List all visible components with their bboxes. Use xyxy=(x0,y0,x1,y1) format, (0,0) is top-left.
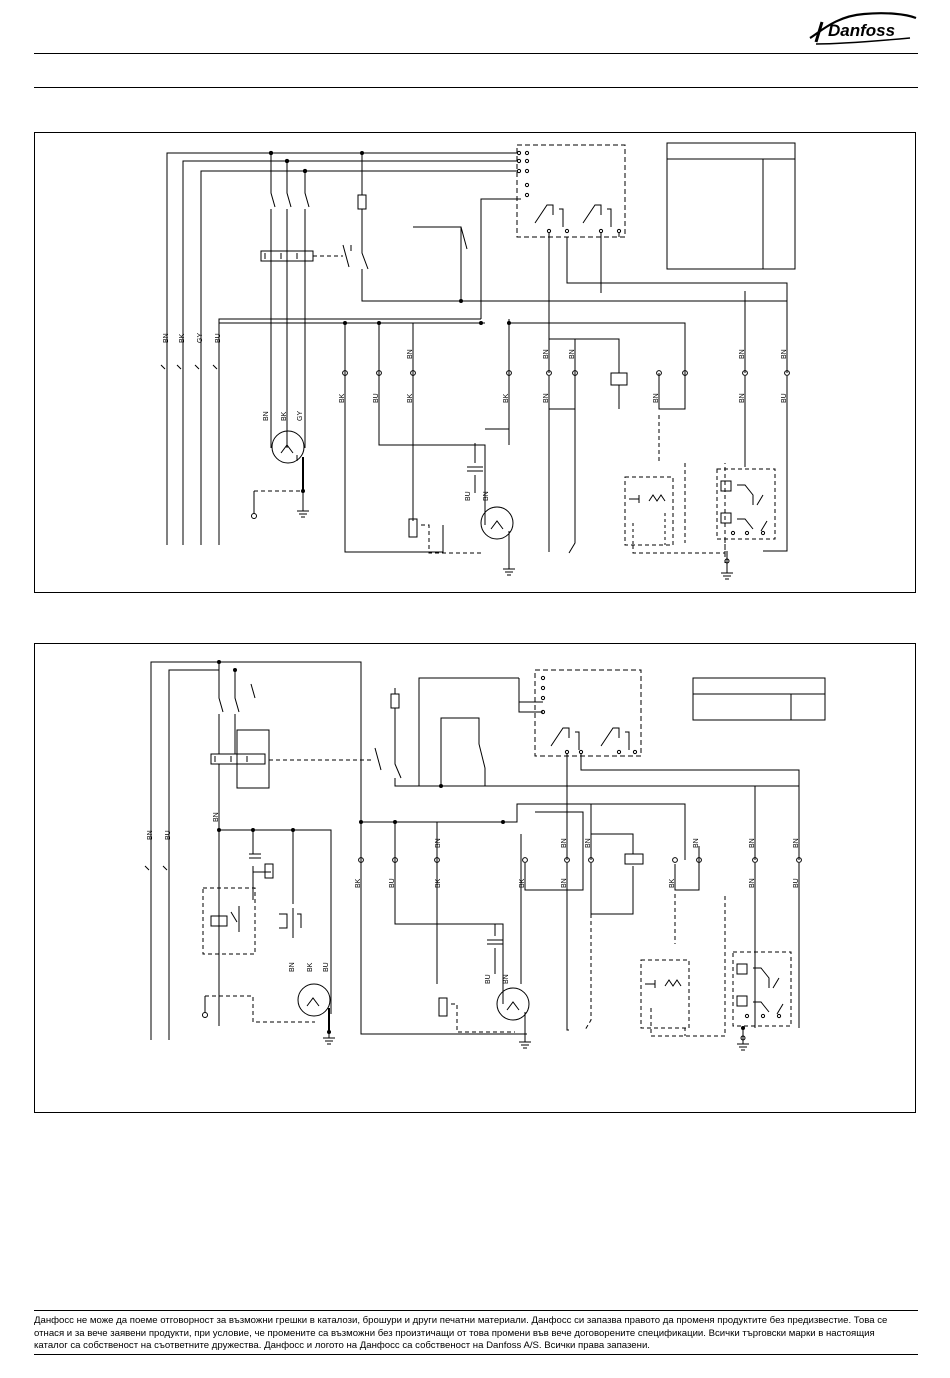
d2-terminal-bottom-5: BN xyxy=(561,878,568,888)
fan-motor xyxy=(438,924,531,1049)
disclaimer-line-2: отнася и за вече заявени продукти, при у… xyxy=(34,1327,875,1339)
d1-terminal-bottom-7: BN xyxy=(739,393,746,403)
d2-terminal-top-3: BN xyxy=(585,838,592,848)
protection-relay-block xyxy=(732,951,792,1051)
wiring-diagram-1: BN BK GY BU BN BK GY BN BN BN BN BN BK B… xyxy=(34,132,916,593)
fan-motor xyxy=(408,443,515,576)
supply-conductors xyxy=(144,661,527,1040)
d1-terminal-bottom-3: BK xyxy=(407,393,414,403)
d1-terminal-top-2: BN xyxy=(543,349,550,359)
pressure-switch-block xyxy=(624,463,726,554)
d2-supply-label-2: BU xyxy=(165,830,172,840)
d1-supply-label-2: BK xyxy=(179,333,186,343)
d1-terminal-bottom-5: BN xyxy=(543,393,550,403)
main-contactor xyxy=(260,150,352,448)
d1-fan-label-1: BU xyxy=(465,491,472,501)
d2-motor-label-1: BN xyxy=(289,962,296,972)
start-relay-block xyxy=(202,829,332,1014)
d2-terminal-top-4: BN xyxy=(693,838,700,848)
d1-motor-label-2: BK xyxy=(281,411,288,421)
d2-fan-label-1: BU xyxy=(485,974,492,984)
danfoss-logo: Danfoss xyxy=(809,12,917,45)
compressor-motor xyxy=(202,983,335,1045)
footer-rule-top xyxy=(34,1310,918,1311)
logo-wordmark: Danfoss xyxy=(828,21,895,40)
d2-terminal-top-1: BN xyxy=(435,838,442,848)
d2-fan-label-2: BN xyxy=(503,974,510,984)
disclaimer-line-1: Данфосс не може да поеме отговорност за … xyxy=(34,1315,888,1326)
d2-motor-label-2: BK xyxy=(307,962,314,972)
protection-relay-block xyxy=(716,468,776,580)
d2-terminal-bottom-2: BU xyxy=(389,878,396,888)
d2-terminal-top-6: BN xyxy=(793,838,800,848)
d2-motor-top-label: BN xyxy=(213,812,220,822)
d1-terminal-top-5: BN xyxy=(781,349,788,359)
terminal-row xyxy=(358,770,802,1031)
controller-relay-box xyxy=(518,669,642,860)
d1-terminal-top-4: BN xyxy=(739,349,746,359)
compressor-motor xyxy=(251,430,309,519)
terminal-row xyxy=(219,283,790,554)
d2-terminal-top-5: BN xyxy=(749,838,756,848)
junction-dots xyxy=(269,151,511,493)
main-contactor xyxy=(210,662,382,1026)
d2-terminal-bottom-1: BK xyxy=(355,878,362,888)
d1-motor-label-1: BN xyxy=(263,411,270,421)
d1-supply-label-4: BU xyxy=(215,333,222,343)
d1-terminal-top-1: BN xyxy=(407,349,414,359)
d1-terminal-bottom-1: BK xyxy=(339,393,346,403)
header-rule-top xyxy=(34,53,918,54)
supply-conductors xyxy=(160,150,522,545)
junction-dots xyxy=(217,660,745,1034)
wiring-diagram-2: BN BU BN BN BK BU BN BN BN BN BN BN BK B… xyxy=(34,643,916,1113)
d1-terminal-top-3: BN xyxy=(569,349,576,359)
d2-terminal-bottom-8: BU xyxy=(793,878,800,888)
d1-terminal-bottom-2: BU xyxy=(373,393,380,403)
d2-motor-label-3: BU xyxy=(323,962,330,972)
d2-terminal-bottom-3: BK xyxy=(435,878,442,888)
disclaimer: Данфосс не може да поеме отговорност за … xyxy=(34,1315,918,1353)
d1-terminal-bottom-8: BU xyxy=(781,393,788,403)
controller-relay-box xyxy=(516,144,626,373)
pressure-switch-block xyxy=(640,894,726,1037)
disclaimer-line-3: каталог са собственост на съответните др… xyxy=(34,1340,650,1352)
d2-supply-label-1: BN xyxy=(147,830,154,840)
control-wiring xyxy=(360,677,800,1032)
header-rule-bottom xyxy=(34,87,918,88)
d1-supply-label-1: BN xyxy=(163,333,170,343)
d2-terminal-bottom-7: BN xyxy=(749,878,756,888)
d2-terminal-bottom-4: BK xyxy=(519,878,526,888)
d2-terminal-top-2: BN xyxy=(561,838,568,848)
d1-supply-label-3: GY xyxy=(197,333,204,343)
info-table xyxy=(692,677,826,721)
d2-terminal-bottom-6: BK xyxy=(669,878,676,888)
info-table xyxy=(666,142,796,270)
d1-terminal-bottom-6: BN xyxy=(653,393,660,403)
d1-motor-label-3: GY xyxy=(297,411,304,421)
d1-fan-label-2: BN xyxy=(483,491,490,501)
footer-rule-bottom xyxy=(34,1354,918,1355)
d1-terminal-bottom-4: BK xyxy=(503,393,510,403)
